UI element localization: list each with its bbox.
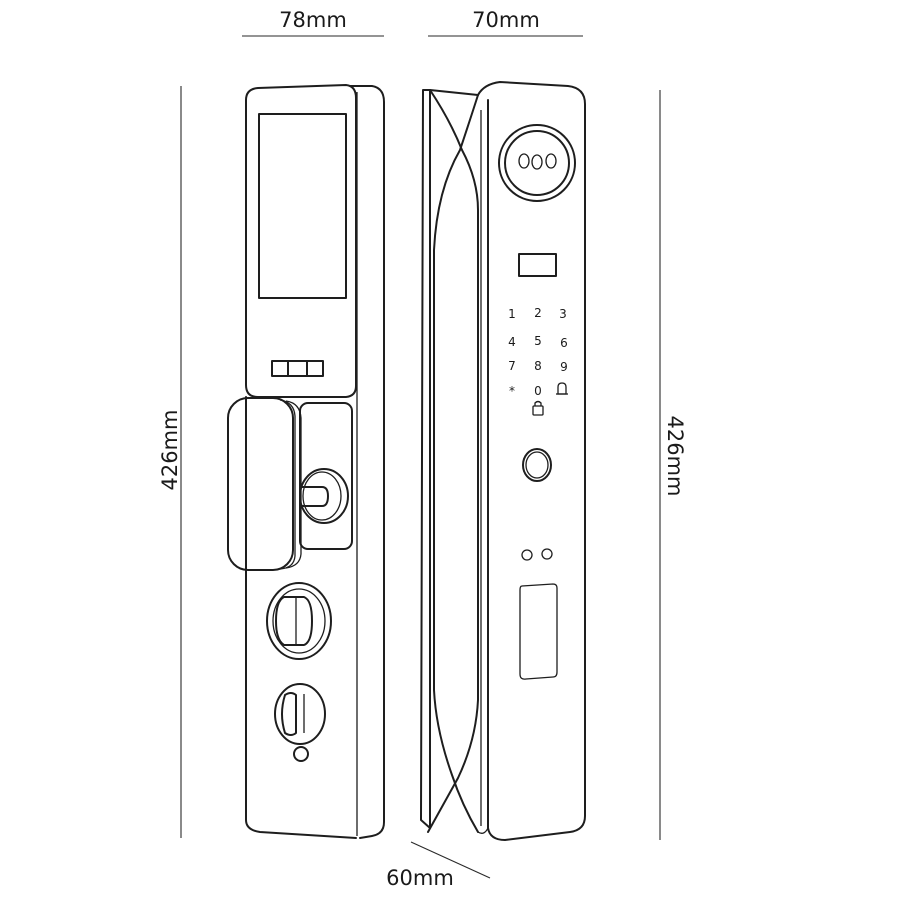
- key-8[interactable]: 8: [534, 359, 542, 373]
- handle-lever: [227, 397, 294, 571]
- camera-lens-icon: [518, 153, 530, 169]
- dimension-depth: 60mm: [386, 841, 491, 890]
- dimension-height-right: 426mm: [659, 90, 687, 840]
- key-6[interactable]: 6: [560, 336, 568, 350]
- key-1[interactable]: 1: [508, 307, 516, 321]
- lock-body: [532, 405, 544, 416]
- keypad: 1 2 3 4 5 6 7 8 9 * 0: [508, 306, 568, 416]
- dimension-front-width: 78mm: [242, 8, 384, 37]
- dimension-label-height-left: 426mm: [158, 410, 182, 491]
- fingerprint-ring: [522, 448, 552, 482]
- side-curve: [427, 89, 479, 833]
- spindle-knob: [299, 468, 349, 524]
- reset-hole: [293, 746, 309, 762]
- lock-shackle: [534, 400, 542, 406]
- dimension-label-side-width: 70mm: [472, 8, 540, 32]
- sensor-dot: [541, 548, 553, 560]
- dimension-label-depth: 60mm: [386, 866, 454, 890]
- key-3[interactable]: 3: [559, 307, 567, 321]
- camera-ring-inner: [504, 130, 570, 196]
- key-star[interactable]: *: [509, 384, 515, 398]
- side-curve: [433, 94, 479, 833]
- fingerprint-sensor: [522, 448, 552, 482]
- lock-body-side: [349, 85, 385, 839]
- dimension-label-height-right: 426mm: [663, 416, 687, 497]
- key-2[interactable]: 2: [534, 306, 542, 320]
- lock-icon[interactable]: [532, 400, 544, 416]
- cylinder-rim: [266, 582, 332, 660]
- key-0[interactable]: 0: [534, 384, 542, 398]
- back-plate-top: [429, 89, 479, 96]
- camera-module: [498, 124, 576, 202]
- display-screen: [258, 113, 347, 299]
- key-5[interactable]: 5: [534, 334, 542, 348]
- handle-edge: [279, 399, 296, 570]
- key-7[interactable]: 7: [508, 359, 516, 373]
- thumb-turn-rim: [274, 683, 326, 745]
- cylinder-plug: [275, 596, 313, 646]
- door-handle: [227, 397, 302, 571]
- indicator-button: [271, 360, 289, 377]
- card-reader-window: [519, 583, 558, 680]
- thumb-turn: [274, 683, 326, 745]
- spindle-shaft: [301, 486, 329, 507]
- front-face-edge: [477, 100, 489, 834]
- fingerprint-inner: [525, 451, 549, 479]
- cylinder-inner: [272, 588, 326, 654]
- back-plate: [420, 89, 431, 829]
- upper-panel: [245, 84, 357, 398]
- camera-lens-icon: [531, 154, 543, 170]
- camera-lens-icon: [545, 153, 557, 169]
- doorbell-glyph: [557, 382, 567, 395]
- thumb-turn-lever: [281, 692, 297, 736]
- front-view-lock: [227, 84, 385, 839]
- front-face: [477, 81, 586, 841]
- dimension-height-left: 426mm: [158, 86, 182, 838]
- indicator-button: [306, 360, 324, 377]
- key-4[interactable]: 4: [508, 335, 516, 349]
- handle-edge: [285, 400, 302, 569]
- camera-ring-outer: [498, 124, 576, 202]
- side-view-lock: 1 2 3 4 5 6 7 8 9 * 0: [420, 81, 586, 841]
- spindle-inner: [302, 471, 342, 521]
- mini-display: [518, 253, 557, 277]
- handle-plate: [299, 402, 353, 550]
- key-9[interactable]: 9: [560, 360, 568, 374]
- doorbell-icon[interactable]: [556, 382, 568, 395]
- dimension-side-width: 70mm: [428, 8, 583, 37]
- sensor-dot: [521, 549, 533, 561]
- key-cylinder: [266, 582, 332, 660]
- indicator-buttons: [271, 360, 324, 377]
- dimension-line: [410, 841, 491, 879]
- indicator-button: [287, 360, 308, 377]
- lower-panel: [245, 396, 357, 839]
- spindle-rim: [299, 468, 349, 524]
- dimension-label-front-width: 78mm: [279, 8, 347, 32]
